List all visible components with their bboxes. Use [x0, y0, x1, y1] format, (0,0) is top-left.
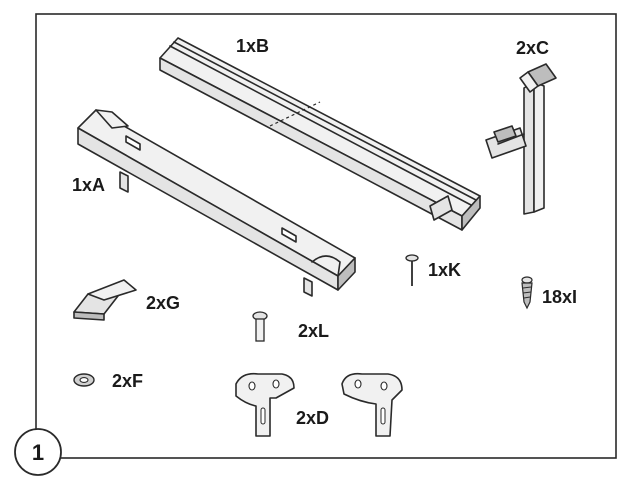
- part-d-label: 2xD: [296, 408, 329, 428]
- part-b-rail-icon: [159, 37, 481, 231]
- diagram-frame: [35, 13, 617, 459]
- step-number: 1: [32, 440, 44, 465]
- part-b-label: 1xB: [236, 36, 269, 56]
- part-a-rail-icon: [77, 109, 356, 297]
- part-a-label: 1xA: [72, 175, 105, 195]
- part-k-nail-icon: [405, 254, 419, 286]
- part-k-label: 1xK: [428, 260, 461, 280]
- part-g-label: 2xG: [146, 293, 180, 313]
- part-f-washer-icon: [73, 373, 95, 387]
- part-c-label: 2xC: [516, 38, 549, 58]
- part-i-label: 18xI: [542, 287, 577, 307]
- part-d-mounting-plate-icon: [235, 372, 295, 437]
- step-number-badge: [14, 428, 62, 476]
- part-d-mounting-plate-icon: [341, 372, 403, 437]
- part-l-label: 2xL: [298, 321, 329, 341]
- part-g-angle-clip-icon: [73, 279, 137, 321]
- part-l-bolt-icon: [252, 311, 268, 342]
- part-f-label: 2xF: [112, 371, 143, 391]
- part-i-screw-icon: [521, 276, 533, 310]
- part-c-bracket-icon: [485, 63, 557, 215]
